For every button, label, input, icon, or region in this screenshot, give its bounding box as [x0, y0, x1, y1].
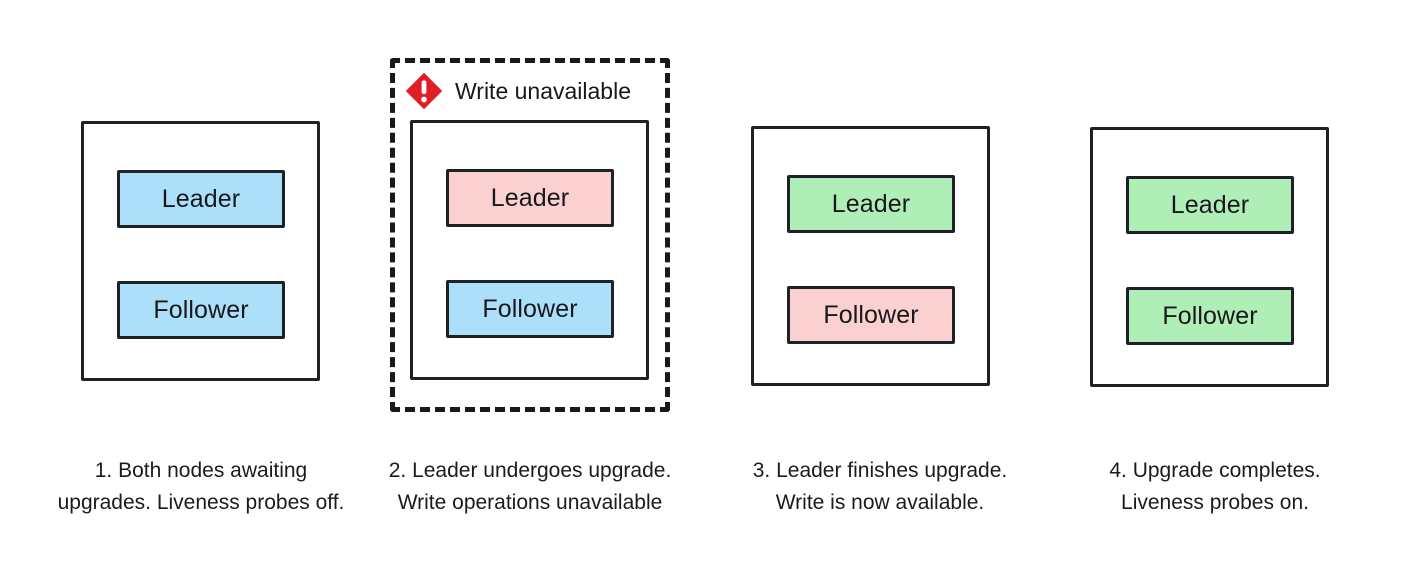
warning-label: Write unavailable	[455, 77, 632, 104]
panel-caption-2: 2. Leader undergoes upgrade. Write opera…	[388, 459, 672, 514]
node-group-box-2: Leader Follower	[410, 120, 649, 380]
node-label: Follower	[1162, 301, 1258, 330]
node-group-box-1: Leader Follower	[81, 121, 320, 381]
node-label: Leader	[161, 184, 241, 213]
node-label: Leader	[490, 183, 570, 212]
node-leader-4[interactable]: Leader	[1126, 176, 1294, 234]
node-follower-3[interactable]: Follower	[787, 286, 955, 344]
node-follower-2[interactable]: Follower	[446, 280, 614, 338]
node-follower-1[interactable]: Follower	[117, 281, 285, 339]
node-label: Follower	[153, 295, 249, 324]
write-unavailable-region	[390, 58, 670, 412]
node-label: Follower	[823, 300, 919, 329]
node-label: Leader	[831, 189, 911, 218]
node-label: Follower	[482, 294, 578, 323]
warning-banner: Write unavailable	[404, 71, 631, 111]
panel-caption-1: 1. Both nodes awaiting upgrades. Livenes…	[57, 459, 345, 514]
warning-diamond-icon	[405, 72, 443, 110]
panel-caption-3: 3. Leader finishes upgrade. Write is now…	[752, 459, 1008, 514]
node-leader-1[interactable]: Leader	[117, 170, 285, 228]
node-label: Leader	[1170, 190, 1250, 219]
node-leader-3[interactable]: Leader	[787, 175, 955, 233]
panel-caption-4: 4. Upgrade completes. Liveness probes on…	[1109, 459, 1321, 514]
node-follower-4[interactable]: Follower	[1126, 287, 1294, 345]
node-group-box-3: Leader Follower	[751, 126, 990, 386]
node-group-box-4: Leader Follower	[1090, 127, 1329, 387]
node-leader-2[interactable]: Leader	[446, 169, 614, 227]
